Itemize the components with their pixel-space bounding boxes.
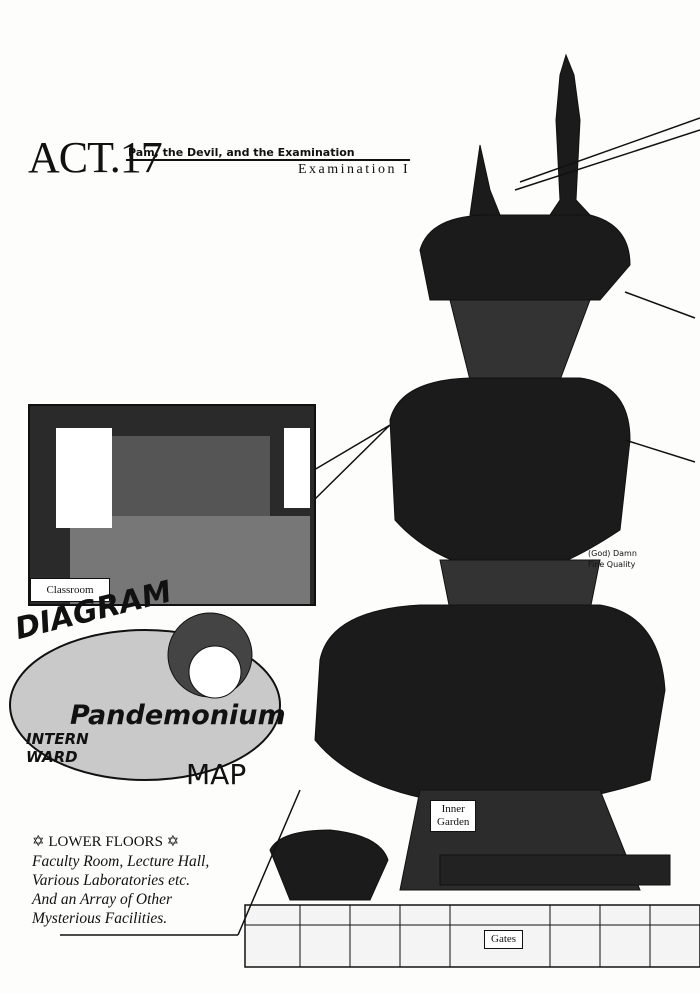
pandemonium-title: Pandemonium [70,700,286,731]
ward-text: WARD [26,748,78,766]
lower-floors-description: Faculty Room, Lecture Hall, Various Labo… [32,852,209,928]
chapter-name: Examination I [298,162,411,177]
map-title: MAP [186,758,247,791]
spire [549,53,592,216]
lower-floors-heading: ✡ LOWER FLOORS ✡ [32,834,180,850]
garden-tree [269,829,389,901]
intern-ward-title: INTERN WARD [26,730,89,766]
upper-floor [419,214,631,301]
quality-line: Fine Quality [588,560,636,569]
chapter-number: ACT.17 [28,133,163,182]
description-line: And an Array of Other [32,891,173,908]
label-line: Garden [437,816,470,828]
label-line: Inner [441,803,465,815]
quality-note: (God) Damn Fine Quality [588,548,637,570]
lower-floor [314,604,666,807]
classroom-panel [28,404,316,606]
classroom-label: Classroom [30,578,110,602]
wall [244,904,700,968]
inner-garden-label: Inner Garden [430,800,477,832]
chapter-subtitle: Pam, the Devil, and the Examination [128,146,355,159]
gates-label: Gates [484,930,524,949]
middle-floor [389,377,631,576]
intern-text: INTERN [26,730,89,748]
description-line: Faculty Room, Lecture Hall, [32,853,210,870]
quality-line: (God) Damn [588,549,637,558]
description-line: Mysterious Facilities. [32,910,168,927]
description-line: Various Laboratories etc. [32,872,191,889]
title-rule [126,159,410,161]
